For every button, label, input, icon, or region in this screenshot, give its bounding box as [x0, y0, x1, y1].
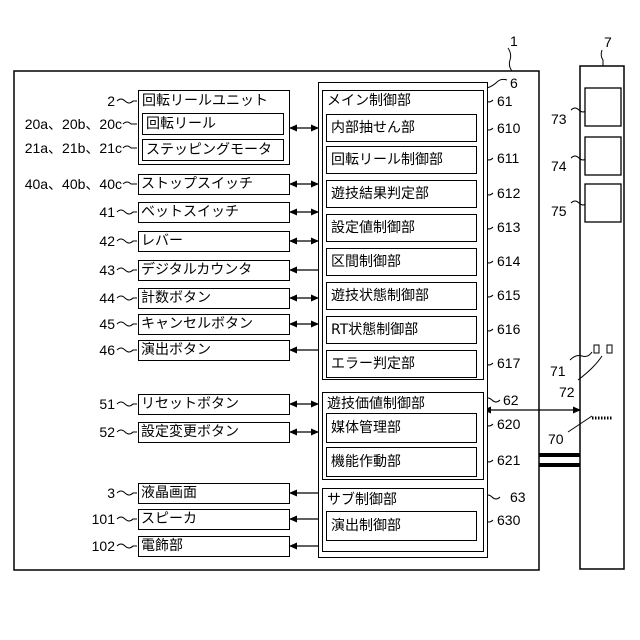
ref-615: 615: [497, 286, 520, 304]
ref-part-70: 70: [548, 430, 564, 448]
main-item-615-label: 遊技状態制御部: [331, 287, 429, 305]
main-item-611-label: 回転リール制御部: [331, 151, 443, 169]
bet-switch-label: ベットスイッチ: [141, 203, 239, 221]
ref-display-74: 74: [551, 157, 567, 175]
ref-611: 611: [497, 149, 519, 167]
main-item-617-label: エラー判定部: [331, 355, 415, 373]
ref-setting-change-button: 52: [99, 423, 115, 441]
ref-illumination: 102: [92, 537, 115, 555]
ref-616: 616: [497, 320, 520, 338]
ref-reel-unit: 2: [107, 92, 115, 110]
lcd-screen-label: 液晶画面: [141, 484, 197, 502]
value-group-label: 遊技価値制御部: [327, 395, 425, 413]
setting-change-button-label: 設定変更ボタン: [141, 423, 239, 441]
ref-value-group: 62: [503, 391, 519, 409]
main-item-612-label: 遊技結果判定部: [331, 185, 429, 203]
display-74: [585, 137, 621, 175]
ref-part-72: 72: [559, 383, 575, 401]
effect-button-label: 演出ボタン: [141, 341, 211, 359]
value-item-620-label: 媒体管理部: [331, 419, 401, 437]
ref-machine: 1: [510, 32, 518, 50]
main-item-616-label: RT状態制御部: [331, 321, 418, 339]
count-button-label: 計数ボタン: [141, 289, 211, 307]
ref-reset-button: 51: [99, 395, 115, 413]
ref-digital-counter: 43: [99, 261, 115, 279]
part-71-slot-b: [607, 345, 612, 353]
ref-lcd-screen: 3: [107, 484, 115, 502]
ref-count-button: 44: [99, 289, 115, 307]
ref-630: 630: [497, 511, 520, 529]
ref-cancel-button: 45: [99, 315, 115, 333]
cancel-button-label: キャンセルボタン: [141, 315, 253, 333]
ref-main-group: 61: [497, 92, 513, 110]
ref-display-73: 73: [551, 110, 567, 128]
ref-main-control: 6: [510, 74, 518, 92]
ref-lever: 42: [99, 232, 115, 250]
ref-617: 617: [497, 354, 520, 372]
value-item-621-label: 機能作動部: [331, 453, 401, 471]
ref-part-71: 71: [550, 362, 566, 380]
part-71-slot-a: [594, 345, 599, 353]
main-item-613-label: 設定値制御部: [331, 219, 415, 237]
illumination-label: 電飾部: [141, 537, 183, 555]
main-item-614-label: 区間制御部: [331, 253, 401, 271]
sub-item-630-label: 演出制御部: [331, 517, 401, 535]
sub-group-label: サブ制御部: [327, 491, 397, 509]
stepping-motor-label: ステッピングモータ: [146, 141, 272, 159]
ref-stop-switch: 40a、40b、40c: [25, 175, 122, 193]
ref-cabinet: 7: [604, 33, 612, 51]
ref-612: 612: [497, 184, 520, 202]
ref-bet-switch: 41: [99, 203, 115, 221]
digital-counter-label: デジタルカウンタ: [141, 261, 252, 279]
rotating-reel-label: 回転リール: [146, 115, 216, 133]
display-73: [585, 88, 621, 126]
reset-button-label: リセットボタン: [141, 395, 239, 413]
main-item-610-label: 内部抽せん部: [331, 119, 415, 137]
lever-label: レバー: [141, 232, 183, 250]
speaker-label: スピーカ: [141, 510, 197, 528]
ref-621: 621: [497, 451, 520, 469]
ref-stepping-motor: 21a、21b、21c: [25, 139, 122, 157]
ref-display-75: 75: [551, 202, 567, 220]
display-75: [585, 184, 621, 222]
ref-620: 620: [497, 415, 520, 433]
ref-613: 613: [497, 218, 520, 236]
stop-switch-label: ストップスイッチ: [141, 175, 253, 193]
ref-speaker: 101: [92, 510, 115, 528]
ref-effect-button: 46: [99, 341, 115, 359]
reel-unit-label: 回転リールユニット: [142, 92, 268, 110]
ref-610: 610: [497, 119, 520, 137]
ref-rotating-reel: 20a、20b、20c: [25, 115, 122, 133]
ref-614: 614: [497, 252, 520, 270]
main-group-label: メイン制御部: [327, 92, 411, 110]
ref-sub-group: 63: [510, 488, 526, 506]
